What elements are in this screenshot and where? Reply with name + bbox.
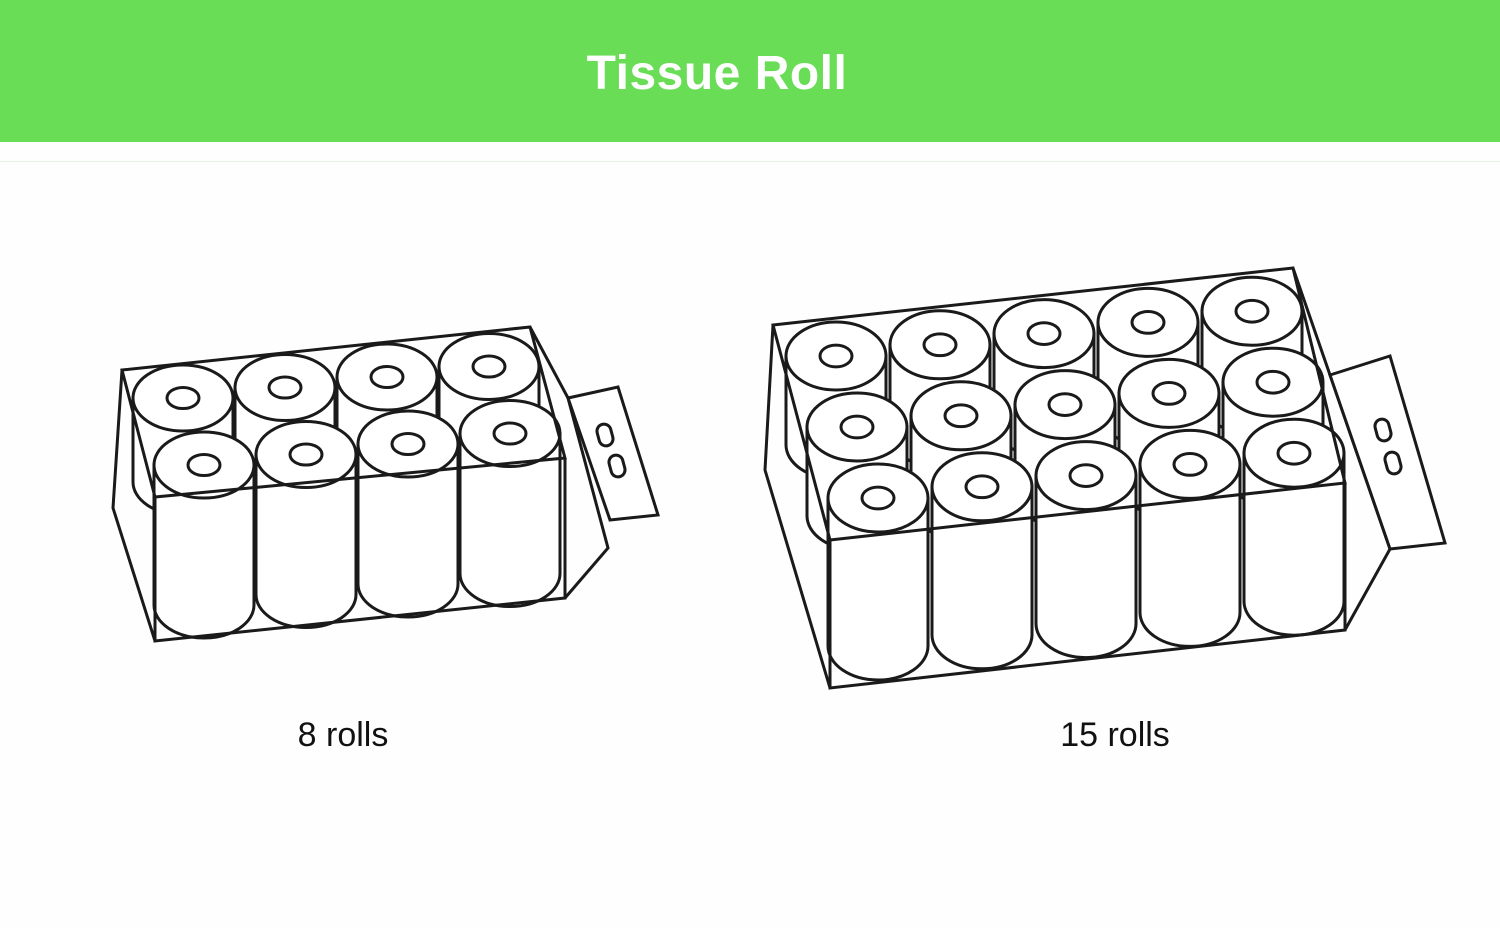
package-outline [763, 266, 1392, 690]
roll-core [1026, 321, 1062, 346]
tissue-roll [458, 399, 562, 608]
tissue-roll [152, 430, 256, 640]
pack-label-15-rolls: 15 rolls [1060, 716, 1170, 754]
tissue-roll [826, 462, 930, 682]
pack-8-rolls-illustration [111, 325, 660, 643]
handle-slot [1373, 417, 1393, 443]
roll-core [471, 354, 507, 379]
roll-core [267, 375, 303, 400]
page-title: Tissue Roll [586, 47, 848, 100]
roll-core [1234, 298, 1270, 324]
roll-core [1151, 381, 1187, 406]
roll-core [1172, 452, 1208, 477]
roll-core [1068, 463, 1104, 488]
roll-core [186, 452, 222, 478]
roll-core [860, 485, 896, 511]
roll-core [1130, 310, 1166, 335]
pack-15-rolls-illustration [763, 266, 1447, 690]
roll-core [1047, 392, 1083, 417]
roll-core [943, 403, 979, 429]
tissue-roll [356, 409, 460, 619]
tissue-roll [254, 420, 358, 629]
tissue-roll [1138, 428, 1242, 648]
tissue-roll [930, 451, 1034, 671]
roll-core [964, 474, 1000, 500]
tissue-roll [1034, 440, 1138, 660]
tissue-roll [1242, 417, 1346, 637]
roll-core [165, 385, 201, 411]
roll-core [288, 442, 324, 467]
roll-body [930, 485, 1034, 671]
package-handle [566, 385, 660, 522]
header-banner: Tissue Roll [0, 0, 1500, 142]
handle-slot [607, 453, 627, 479]
package-outline [111, 325, 610, 643]
roll-body [826, 496, 930, 682]
roll-body [356, 442, 460, 619]
roll-core [492, 421, 528, 446]
handle-slot [1383, 450, 1403, 476]
roll-core [922, 332, 958, 358]
roll-core [1255, 369, 1291, 395]
roll-core [369, 364, 405, 390]
roll-body [152, 463, 256, 640]
pack-label-8-rolls: 8 rolls [297, 716, 389, 754]
roll-core [818, 343, 854, 369]
roll-body [458, 432, 562, 608]
roll-core [839, 414, 875, 440]
roll-body [254, 453, 358, 629]
handle-slot [595, 422, 615, 448]
divider [0, 161, 1500, 162]
roll-core [1276, 440, 1312, 466]
roll-core [390, 431, 426, 457]
